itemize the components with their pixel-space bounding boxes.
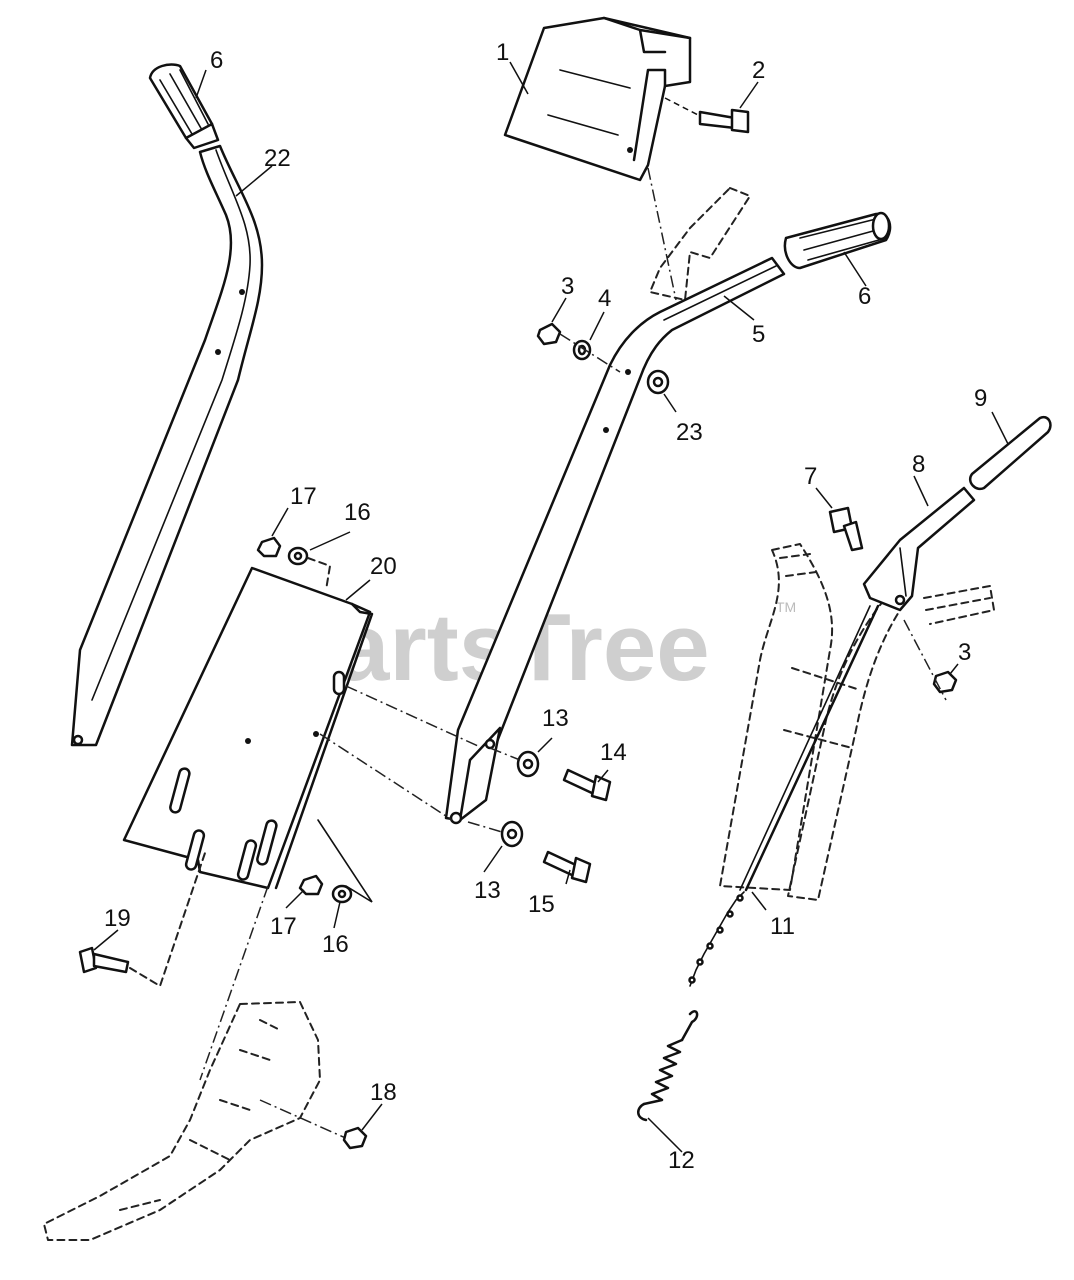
part-5-right-handle[interactable] [444, 256, 786, 825]
part-19-bolt[interactable] [78, 946, 130, 974]
bolt-axis-line-14 [489, 747, 521, 761]
panel-corner-leader [317, 819, 373, 903]
label-15[interactable]: 15 [528, 891, 555, 918]
label-19[interactable]: 19 [104, 905, 131, 932]
label-23[interactable]: 23 [676, 419, 703, 446]
part-7-shoulder-bolt[interactable] [828, 506, 864, 552]
watermark-trademark: TM [776, 599, 796, 615]
label-6b[interactable]: 6 [858, 283, 871, 310]
label-2[interactable]: 2 [752, 57, 765, 84]
part-14-bolt[interactable] [562, 768, 612, 802]
label-7[interactable]: 7 [804, 463, 817, 490]
label-16[interactable]: 16 [344, 499, 371, 526]
label-6[interactable]: 6 [210, 47, 223, 74]
part-12-spring[interactable] [637, 1010, 699, 1122]
label-17b[interactable]: 17 [270, 913, 297, 940]
label-5[interactable]: 5 [752, 321, 765, 348]
part-3-nut[interactable] [536, 322, 562, 346]
part-15-bolt[interactable] [542, 850, 592, 884]
part-6-grip-right[interactable] [783, 211, 892, 270]
bolt-axis-line-3 [559, 333, 621, 373]
label-13[interactable]: 13 [542, 705, 569, 732]
label-4[interactable]: 4 [598, 285, 611, 312]
label-16b[interactable]: 16 [322, 931, 349, 958]
label-13b[interactable]: 13 [474, 877, 501, 904]
part-8-control-lever[interactable] [862, 486, 976, 612]
mount-line-upper [345, 685, 479, 747]
part-1-control-panel[interactable] [503, 16, 692, 182]
bolt-axis-line-15 [467, 821, 503, 833]
part-labels: 1 2 3 3 4 5 6 6 7 8 9 11 12 13 13 14 15 … [104, 39, 987, 1174]
part-13-washer-upper[interactable] [516, 750, 540, 778]
part-9-lever-grip[interactable] [968, 415, 1052, 491]
part-2-screw[interactable] [664, 97, 750, 134]
label-9[interactable]: 9 [974, 385, 987, 412]
leader-lines [93, 61, 1009, 1153]
label-22[interactable]: 22 [264, 145, 291, 172]
part-16-lockwasher-top[interactable] [287, 546, 309, 566]
lockwasher-top-leader [307, 557, 331, 591]
label-3[interactable]: 3 [561, 273, 574, 300]
part-13-washer-lower[interactable] [500, 820, 524, 848]
bolt-axis-line-3b [903, 619, 947, 701]
upper-bracket-phantom [649, 187, 751, 301]
bolt-19-leader [129, 849, 207, 987]
part-20-handle-panel[interactable] [122, 566, 374, 890]
label-11[interactable]: 11 [770, 913, 795, 940]
handle-phantom-right [719, 543, 995, 901]
part-16-lockwasher-lower[interactable] [331, 884, 353, 904]
tiller-frame-phantom [43, 885, 351, 1241]
panel-alignment-line [647, 167, 677, 301]
label-12[interactable]: 12 [668, 1147, 695, 1174]
label-3b[interactable]: 3 [958, 639, 971, 666]
part-11-control-cable[interactable] [688, 604, 880, 987]
part-22-left-handle[interactable] [70, 144, 264, 747]
label-18[interactable]: 18 [370, 1079, 397, 1106]
label-14[interactable]: 14 [600, 739, 627, 766]
label-8[interactable]: 8 [912, 451, 925, 478]
label-20[interactable]: 20 [370, 553, 397, 580]
part-17-nut-lower[interactable] [298, 874, 324, 896]
part-6-grip-left[interactable] [148, 63, 220, 150]
part-17-nut-top[interactable] [256, 536, 282, 558]
part-18-nut[interactable] [342, 1126, 368, 1150]
part-4-washer[interactable] [572, 339, 592, 361]
mount-line-lower [319, 733, 453, 821]
label-17[interactable]: 17 [290, 483, 317, 510]
part-23-washer[interactable] [646, 369, 670, 395]
label-1[interactable]: 1 [496, 39, 509, 66]
